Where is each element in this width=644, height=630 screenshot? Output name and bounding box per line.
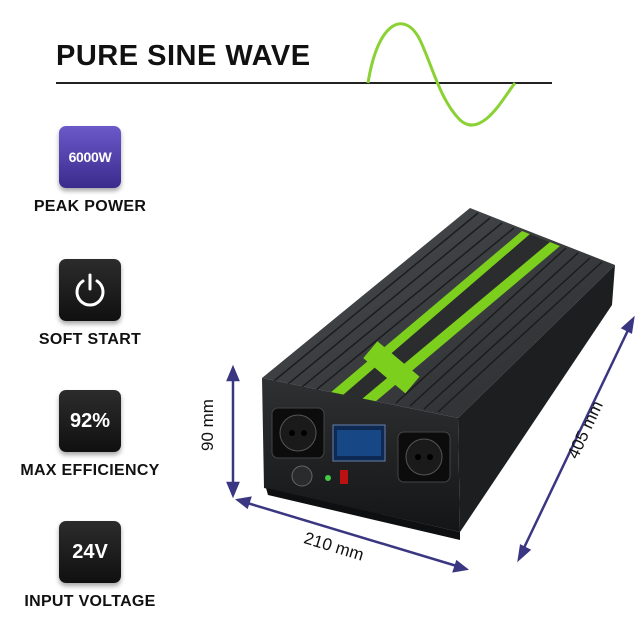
status-led xyxy=(325,475,331,481)
peak-power-value: 6000W xyxy=(68,149,112,165)
feature-max-efficiency: 92% MAX EFFICIENCY xyxy=(0,390,190,480)
power-badge: 6000W xyxy=(59,126,121,188)
sine-wave-curve xyxy=(366,22,517,127)
efficiency-value: 92% xyxy=(69,409,111,432)
height-dimension-label: 90 mm xyxy=(197,399,217,451)
cooling-fins xyxy=(273,212,603,413)
power-switch xyxy=(340,470,348,484)
feature-label: SOFT START xyxy=(38,331,142,348)
dimension-lines xyxy=(226,315,635,573)
length-dimension-line xyxy=(520,325,632,553)
power-button-icon xyxy=(59,259,121,321)
feature-label: PEAK POWER xyxy=(33,198,147,215)
feature-input-voltage: 24V INPUT VOLTAGE xyxy=(0,521,190,611)
feature-label: MAX EFFICIENCY xyxy=(20,462,160,479)
page-title: PURE SINE WAVE xyxy=(56,40,311,72)
voltage-badge: 24V xyxy=(59,521,121,583)
power-connector xyxy=(291,465,313,487)
voltage-value: 24V xyxy=(72,540,108,563)
sine-wave-graphic xyxy=(56,22,552,127)
side-power-label-bg xyxy=(363,341,420,394)
width-dimension-line xyxy=(243,500,461,569)
feature-label: INPUT VOLTAGE xyxy=(24,593,156,610)
feature-soft-start: SOFT START xyxy=(0,259,190,349)
feature-peak-power: 6000W PEAK POWER xyxy=(0,126,190,216)
inverter-right-side xyxy=(458,265,615,532)
efficiency-badge: 92% xyxy=(59,390,121,452)
inverter-base xyxy=(266,488,460,540)
